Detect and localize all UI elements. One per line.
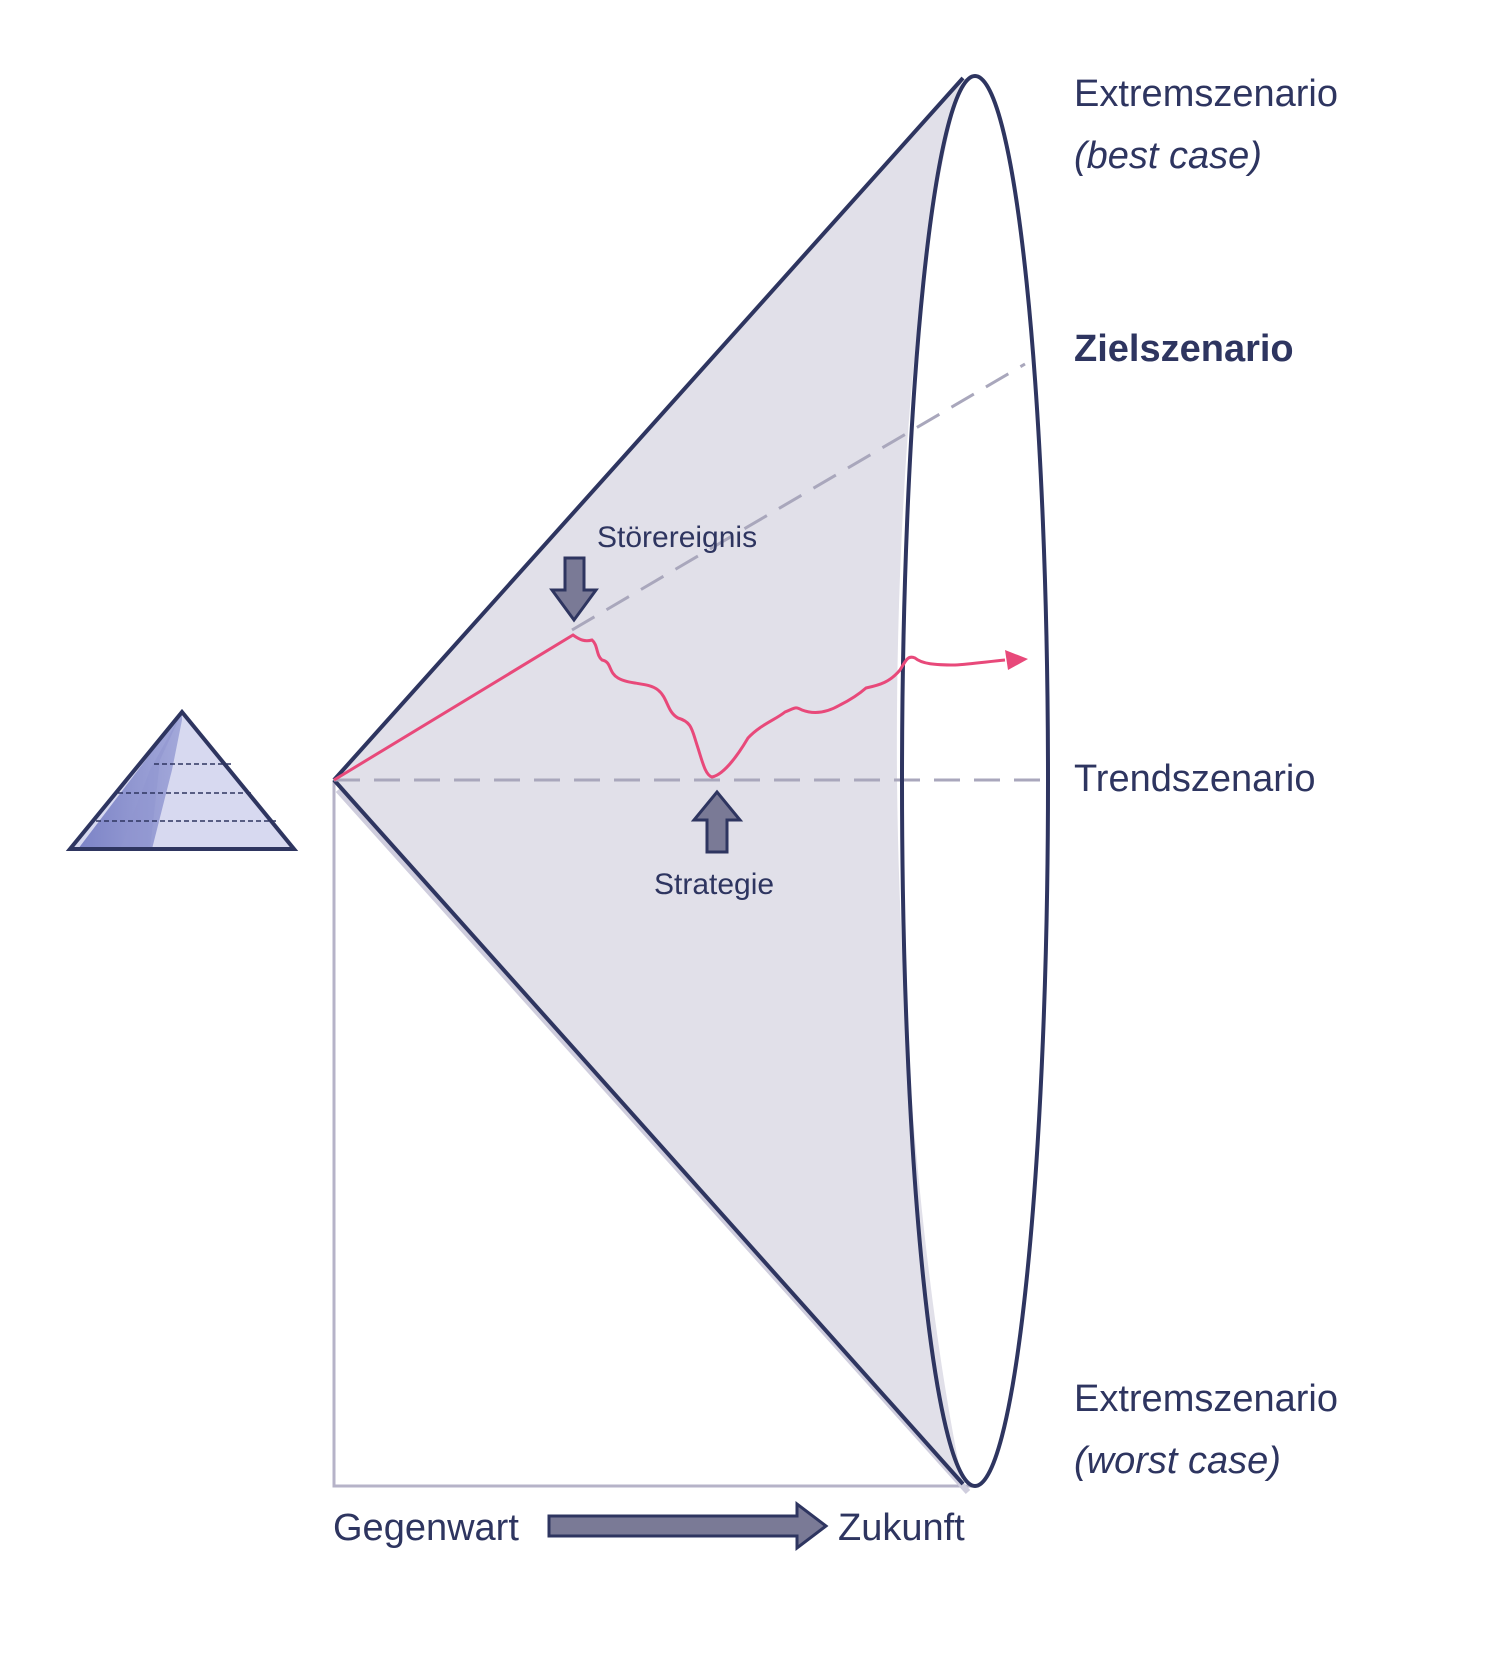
- strategy-arrow: [690, 789, 744, 854]
- best-case-title: Extremszenario: [1074, 73, 1338, 115]
- worst-case-subtitle: (worst case): [1074, 1440, 1281, 1482]
- axis-frame: [332, 780, 975, 1488]
- cone-lower-edge: [332, 778, 965, 1486]
- scenario-cone: [334, 78, 963, 1484]
- pyramid-icon: [65, 708, 299, 851]
- strategy-label: Strategie: [654, 868, 774, 901]
- best-case-subtitle: (best case): [1074, 135, 1262, 177]
- disruption-label: Störereignis: [597, 521, 757, 554]
- scenario-path: [333, 633, 1006, 782]
- future-label: Zukunft: [838, 1507, 965, 1549]
- present-label: Gegenwart: [333, 1507, 519, 1549]
- future-ellipse: [900, 74, 1050, 1488]
- present-future-arrow: [547, 1500, 829, 1552]
- worst-case-title: Extremszenario: [1074, 1378, 1338, 1420]
- cone-upper-edge: [332, 76, 965, 782]
- trend-scenario-label: Trendszenario: [1074, 758, 1316, 800]
- scenario-path-arrowhead: [1005, 650, 1028, 670]
- disruption-arrow: [549, 556, 599, 623]
- target-scenario-label: Zielszenario: [1074, 328, 1294, 370]
- target-dashed-line: [571, 362, 1026, 632]
